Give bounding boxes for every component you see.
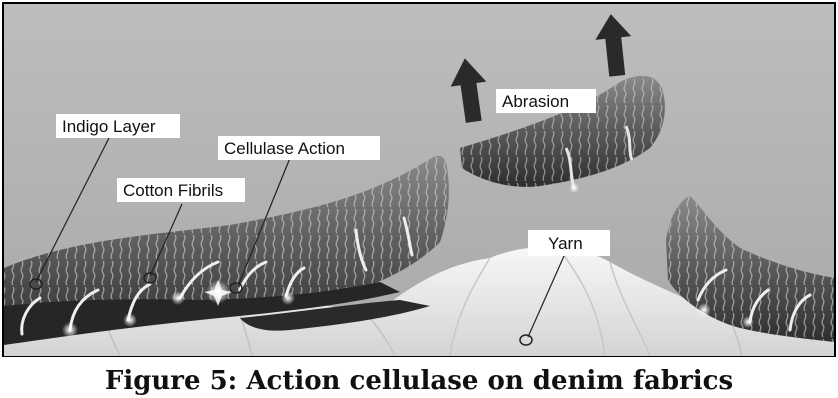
label-yarn: Yarn bbox=[528, 230, 610, 256]
label-abrasion-text: Abrasion bbox=[502, 92, 569, 111]
label-cotton-fibrils-text: Cotton Fibrils bbox=[123, 181, 223, 200]
label-abrasion: Abrasion bbox=[496, 89, 596, 113]
label-cellulase-action-text: Cellulase Action bbox=[224, 139, 345, 158]
label-cotton-fibrils: Cotton Fibrils bbox=[117, 178, 245, 202]
label-indigo-layer-text: Indigo Layer bbox=[62, 117, 156, 136]
label-indigo-layer: Indigo Layer bbox=[56, 114, 180, 138]
label-yarn-text: Yarn bbox=[548, 234, 583, 253]
label-cellulase-action: Cellulase Action bbox=[218, 136, 380, 160]
figure-caption: Figure 5: Action cellulase on denim fabr… bbox=[105, 366, 733, 396]
